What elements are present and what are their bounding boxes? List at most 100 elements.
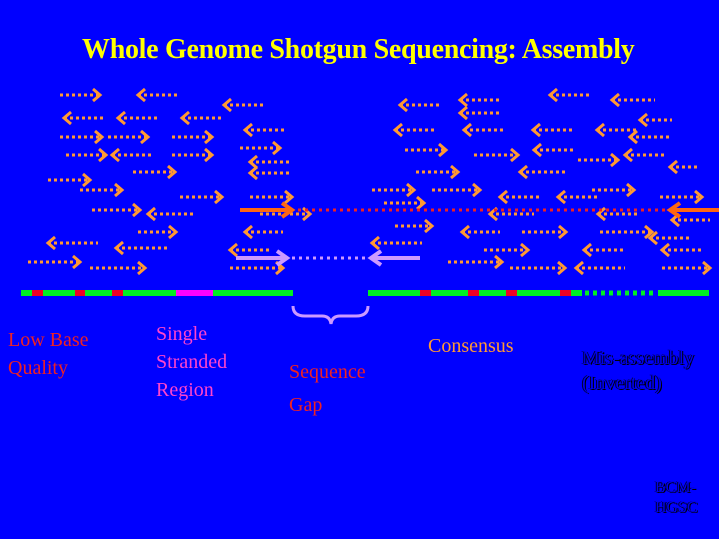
arrow-left-icon	[666, 201, 682, 219]
label-line: Gap	[289, 394, 323, 416]
mis-assembly-label: Mis-assembly (Inverted)	[582, 346, 694, 396]
label-line: Sequence	[289, 361, 366, 383]
arrow-right-icon	[406, 182, 417, 198]
arrow-right-icon	[214, 189, 225, 205]
arrow-left-icon	[594, 122, 605, 138]
arrow-right-icon	[557, 260, 568, 276]
arrow-left-icon	[459, 224, 470, 240]
arrow-right-icon	[450, 164, 461, 180]
gap-brace	[291, 305, 370, 325]
arrow-left-icon	[497, 189, 508, 205]
arrow-left-icon	[531, 142, 542, 158]
arrow-left-icon	[179, 110, 190, 126]
label-line: Quality	[8, 357, 68, 379]
consensus-label: Consensus	[428, 335, 514, 357]
arrow-left-icon	[659, 242, 670, 258]
consensus-contig	[368, 290, 709, 296]
arrow-left-icon	[61, 110, 72, 126]
low-quality-segment	[75, 290, 85, 296]
arrow-left-icon	[135, 87, 146, 103]
arrow-right-icon	[558, 224, 569, 240]
low-quality-segment	[560, 290, 571, 296]
arrow-left-icon	[392, 122, 403, 138]
arrow-left-icon	[145, 206, 156, 222]
arrow-left-icon	[637, 112, 648, 128]
arrow-left-icon	[609, 92, 620, 108]
label-line: HGSC	[655, 499, 698, 516]
arrow-right-icon	[280, 201, 296, 219]
low-quality-segment	[32, 290, 43, 296]
arrow-right-icon	[610, 152, 621, 168]
arrow-right-icon	[494, 254, 505, 270]
arrow-left-icon	[242, 122, 253, 138]
consensus-contig	[21, 290, 293, 296]
label-line: (Inverted)	[582, 372, 662, 394]
label-line: Single	[156, 323, 208, 345]
low-quality-segment	[506, 290, 517, 296]
arrow-left-icon	[530, 122, 541, 138]
arrow-right-icon	[275, 249, 291, 267]
single-stranded-segment	[176, 290, 213, 296]
arrow-right-icon	[140, 129, 151, 145]
arrow-right-icon	[416, 195, 427, 211]
arrow-left-icon	[109, 147, 120, 163]
label-line: BCM-	[655, 479, 696, 496]
arrow-right-icon	[82, 172, 93, 188]
arrow-left-icon	[221, 97, 232, 113]
arrow-left-icon	[627, 129, 638, 145]
label-line: Stranded	[156, 351, 228, 373]
arrow-right-icon	[702, 260, 713, 276]
arrow-right-icon	[272, 140, 283, 156]
arrow-right-icon	[694, 189, 705, 205]
arrow-left-icon	[45, 235, 56, 251]
arrow-left-icon	[667, 159, 678, 175]
sequence-gap-label: Sequence Gap	[289, 356, 366, 422]
arrow-left-icon	[581, 242, 592, 258]
arrow-left-icon	[573, 260, 584, 276]
arrow-right-icon	[472, 182, 483, 198]
arrow-right-icon	[98, 147, 109, 163]
arrow-right-icon	[626, 182, 637, 198]
arrow-right-icon	[72, 254, 83, 270]
arrow-left-icon	[367, 249, 383, 267]
arrow-left-icon	[555, 189, 566, 205]
arrow-left-icon	[247, 154, 258, 170]
arrow-left-icon	[397, 97, 408, 113]
arrow-right-icon	[424, 218, 435, 234]
arrow-left-icon	[517, 164, 528, 180]
arrow-left-icon	[242, 224, 253, 240]
low-quality-segment	[420, 290, 431, 296]
arrow-left-icon	[457, 105, 468, 121]
arrow-left-icon	[115, 110, 126, 126]
label-line: Mis-assembly	[582, 347, 695, 369]
arrow-right-icon	[94, 129, 105, 145]
arrow-left-icon	[622, 147, 633, 163]
label-line: Region	[156, 379, 214, 401]
arrow-right-icon	[167, 164, 178, 180]
arrow-left-icon	[247, 165, 258, 181]
arrow-right-icon	[132, 202, 143, 218]
arrow-right-icon	[92, 87, 103, 103]
arrow-right-icon	[438, 142, 449, 158]
single-stranded-label: Single Stranded Region	[156, 320, 227, 404]
slide-title: Whole Genome Shotgun Sequencing: Assembl…	[82, 34, 635, 65]
arrow-left-icon	[457, 92, 468, 108]
arrow-left-icon	[595, 206, 606, 222]
arrow-right-icon	[644, 224, 655, 240]
arrow-right-icon	[204, 147, 215, 163]
arrow-right-icon	[168, 224, 179, 240]
arrow-right-icon	[114, 182, 125, 198]
arrow-right-icon	[284, 189, 295, 205]
arrow-left-icon	[227, 242, 238, 258]
arrow-right-icon	[520, 242, 531, 258]
low-base-quality-label: Low Base Quality	[8, 326, 89, 382]
arrow-left-icon	[113, 240, 124, 256]
credit-label: BCM- HGSC	[655, 478, 698, 518]
arrow-right-icon	[204, 129, 215, 145]
arrow-left-icon	[369, 235, 380, 251]
arrow-right-icon	[137, 260, 148, 276]
arrow-left-icon	[547, 87, 558, 103]
arrow-left-icon	[461, 122, 472, 138]
low-quality-segment	[112, 290, 123, 296]
